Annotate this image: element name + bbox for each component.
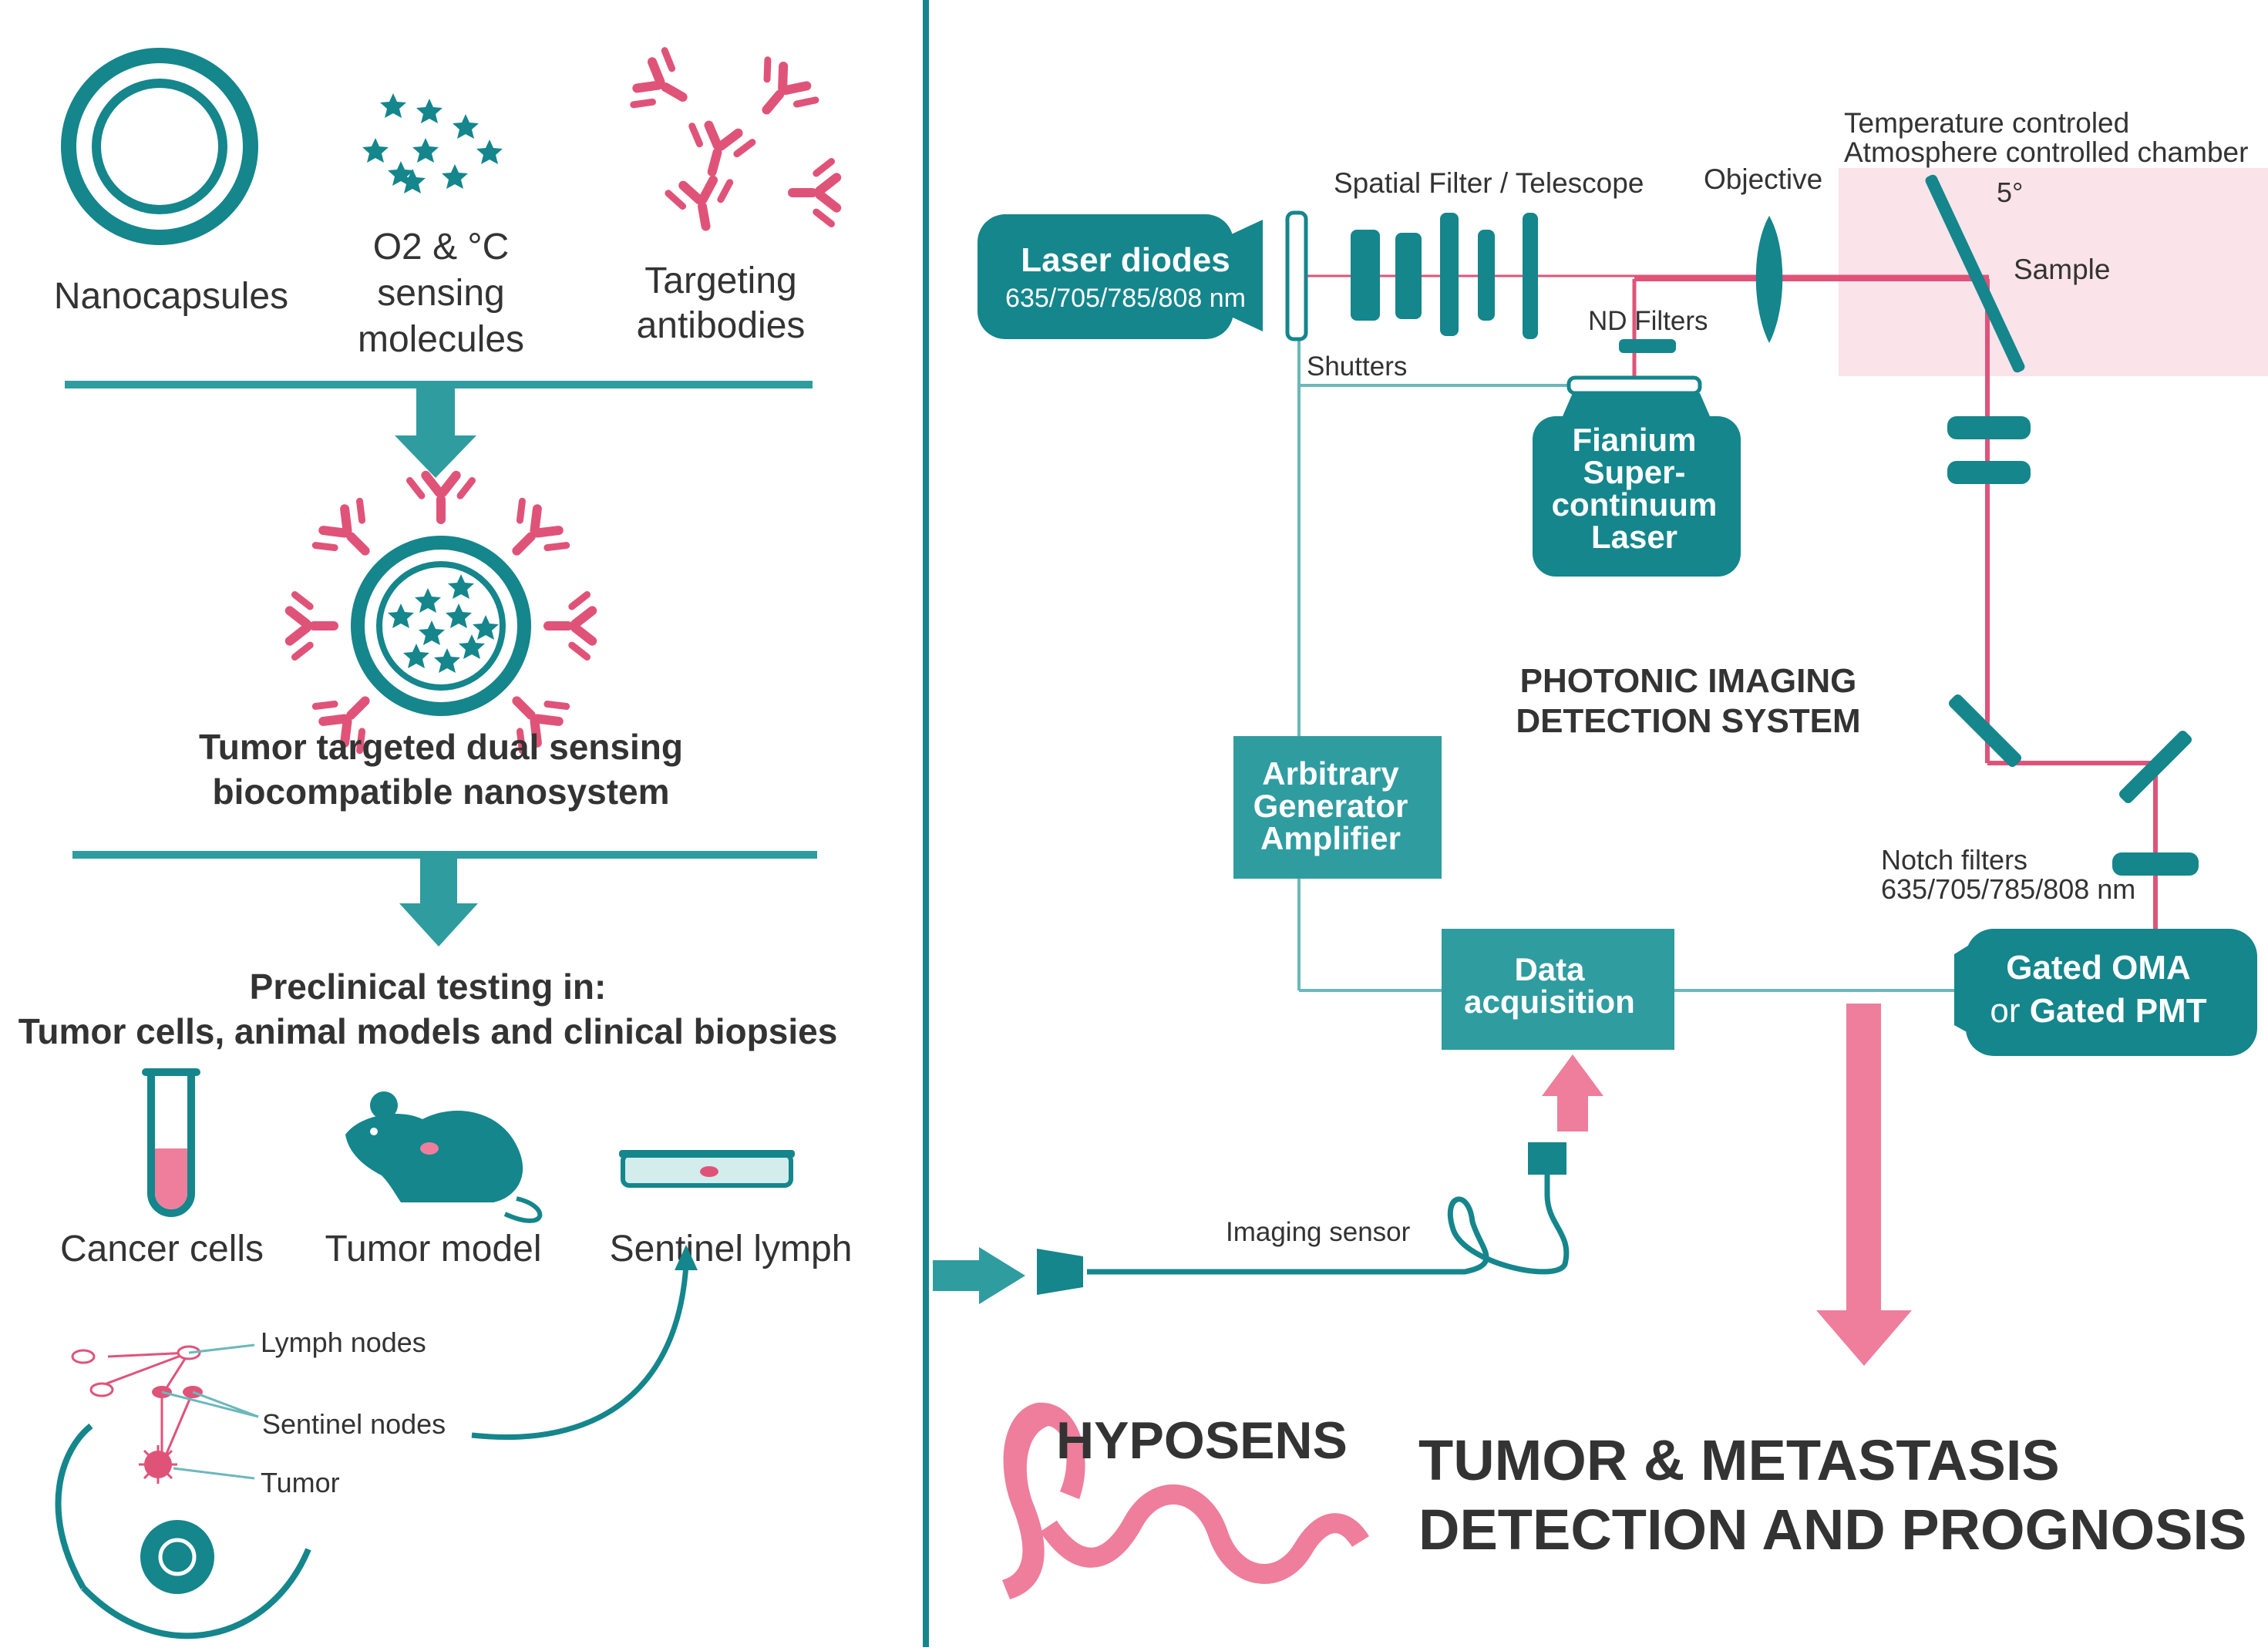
fianium-line-1: Fianium <box>1572 422 1696 458</box>
imaging-sensor-icon <box>1037 1142 1570 1295</box>
test-tube-icon <box>142 1068 200 1217</box>
sensing-molecules-icon <box>362 93 503 193</box>
generator-line-1: Arbitrary <box>1262 755 1399 792</box>
label-tumor: Tumor <box>261 1467 340 1498</box>
generator-line-3: Amplifier <box>1260 820 1401 856</box>
spatial-filter-label: Spatial Filter / Telescope <box>1334 167 1644 199</box>
laser-diodes-box <box>978 214 1263 339</box>
data-acquisition-line-2: acquisition <box>1464 984 1635 1020</box>
generator-line-2: Generator <box>1253 788 1408 824</box>
label-sensing-2: sensing <box>377 273 504 314</box>
gated-detector-box <box>1954 929 2257 1056</box>
notch-label-1: Notch filters <box>1881 844 2027 876</box>
label-tumor-model: Tumor model <box>325 1229 542 1269</box>
up-arrow-sensor <box>1542 1054 1603 1131</box>
fianium-line-3: continuum <box>1552 486 1718 523</box>
collection-lens-2 <box>1947 461 2031 484</box>
mirror-1 <box>1948 694 2022 768</box>
preclinical-title-2: Tumor cells, animal models and clinical … <box>19 1011 838 1051</box>
nanocapsule-icon <box>61 48 258 245</box>
fianium-line-2: Super- <box>1583 454 1685 490</box>
controlled-chamber <box>1839 168 2268 376</box>
data-acquisition-box <box>1442 929 1674 1050</box>
shutters-label: Shutters <box>1307 351 1407 382</box>
down-arrow-1 <box>395 388 476 478</box>
label-sensing-3: molecules <box>358 319 524 360</box>
notch-filter <box>2112 852 2199 876</box>
fianium-laser-box <box>1533 393 1741 577</box>
chamber-label-2: Atmosphere controlled chamber <box>1844 136 2248 168</box>
laser-diodes-wavelengths: 635/705/785/808 nm <box>1005 284 1246 313</box>
angle-label: 5° <box>1997 177 2023 208</box>
nd-filter <box>1619 339 1676 353</box>
generator-box <box>1233 736 1442 879</box>
nd-shutter <box>1566 375 1702 395</box>
brand-title: HYPOSENS <box>1056 1411 1348 1470</box>
mirror-2 <box>2118 730 2192 804</box>
system-title-2: DETECTION SYSTEM <box>1516 702 1860 740</box>
label-sentinel-lymph: Sentinel lymph <box>610 1229 853 1269</box>
chamber-label-1: Temperature controled <box>1844 107 2129 139</box>
imaging-sensor-label: Imaging sensor <box>1226 1217 1411 1247</box>
sample-slide <box>1925 174 2025 373</box>
divider-line-1 <box>65 381 813 388</box>
down-arrow-2 <box>399 859 478 947</box>
fianium-line-4: Laser <box>1591 519 1677 555</box>
curved-arrow-head <box>675 1245 698 1270</box>
label-nanocapsules: Nanocapsules <box>54 276 288 317</box>
collection-lens-1 <box>1947 416 2031 439</box>
nd-filters-label: ND Filters <box>1588 306 1708 336</box>
label-lymph-nodes: Lymph nodes <box>261 1327 426 1358</box>
petri-dish-icon <box>619 1150 795 1188</box>
label-sentinel-nodes: Sentinel nodes <box>262 1408 446 1440</box>
antibodies-icon <box>621 40 843 237</box>
label-antibodies-1: Targeting <box>644 261 796 301</box>
label-cancer-cells: Cancer cells <box>60 1229 264 1269</box>
outcome-title-2: DETECTION AND PROGNOSIS <box>1418 1498 2246 1562</box>
notch-label-2: 635/705/785/808 nm <box>1881 873 2135 905</box>
gated-line-2-bold: Gated PMT <box>2030 992 2207 1030</box>
panel-divider <box>923 0 929 1647</box>
label-sensing-1: O2 & °C <box>373 227 510 267</box>
spatial-filter-lenses <box>1351 213 1538 339</box>
nanosystem-icon <box>283 469 599 762</box>
divider-line-2 <box>72 851 817 859</box>
curved-arrow <box>471 1263 689 1440</box>
objective-label: Objective <box>1704 163 1822 195</box>
nanosystem-title-2: biocompatible nanosystem <box>212 772 669 812</box>
label-antibodies-2: antibodies <box>637 305 806 346</box>
hyposens-ribbon-logo <box>1002 1402 1370 1599</box>
control-lines <box>1297 339 1954 992</box>
laser-diodes-title: Laser diodes <box>1021 241 1230 279</box>
divider-arrow <box>933 1247 1025 1304</box>
system-title-1: PHOTONIC IMAGING <box>1520 662 1857 700</box>
gated-line-2: or Gated PMT <box>1990 992 2206 1030</box>
sample-label: Sample <box>2014 254 2110 285</box>
outcome-arrow <box>1816 1004 1912 1366</box>
objective-lens <box>1755 216 1783 343</box>
gated-line-2-prefix: or <box>1990 992 2029 1030</box>
data-acquisition-line-1: Data <box>1514 951 1585 987</box>
lymph-anatomy-icon <box>55 1343 311 1639</box>
nanosystem-title-1: Tumor targeted dual sensing <box>199 727 683 767</box>
mouse-icon <box>345 1091 543 1223</box>
shutter <box>1285 210 1308 341</box>
outcome-title-1: TUMOR & METASTASIS <box>1418 1428 2060 1492</box>
gated-line-1: Gated OMA <box>2006 949 2191 987</box>
preclinical-title-1: Preclinical testing in: <box>250 967 607 1007</box>
